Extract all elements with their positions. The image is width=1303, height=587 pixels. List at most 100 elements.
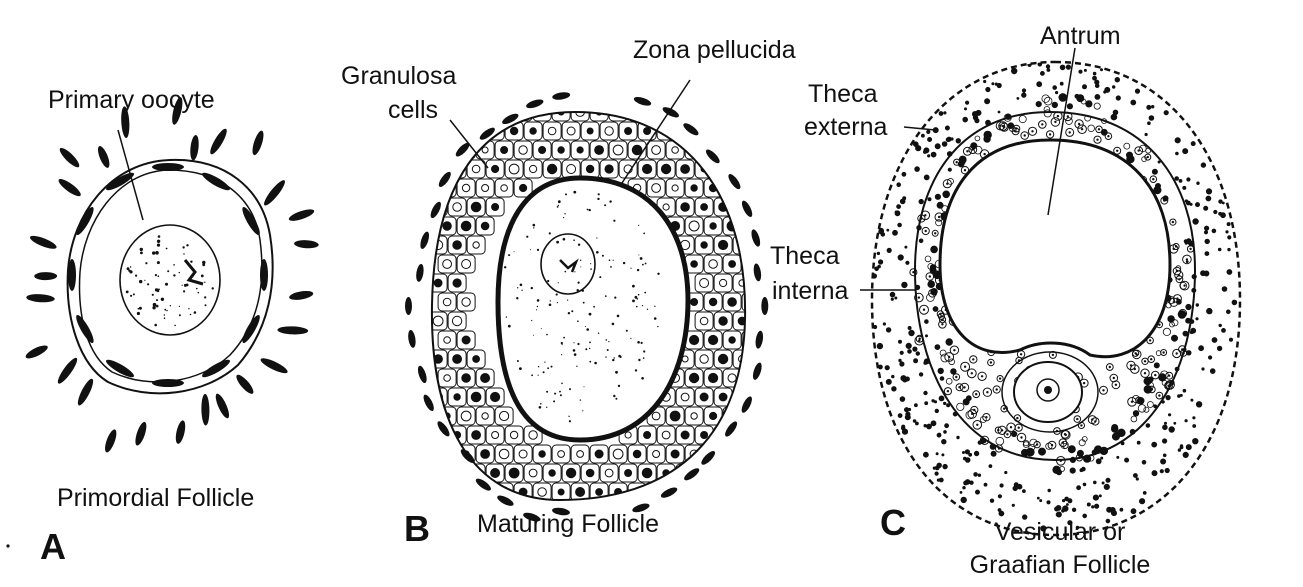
stromal-cell xyxy=(683,123,699,136)
stromal-cell xyxy=(552,92,571,100)
stromal-cell xyxy=(497,495,514,506)
follicle-cell xyxy=(242,207,260,235)
stromal-cell xyxy=(57,357,78,384)
stromal-cell xyxy=(77,378,94,406)
stromal-cell xyxy=(34,272,58,281)
panel-c-antrum xyxy=(938,138,1172,359)
stromal-cell xyxy=(105,429,117,453)
stromal-cell xyxy=(59,147,80,168)
stromal-cell xyxy=(660,487,678,498)
stromal-cell xyxy=(288,209,315,221)
stromal-cell xyxy=(701,451,716,465)
stromal-cell xyxy=(633,96,652,106)
follicle-cell xyxy=(76,207,94,235)
panel-a-follicle-wall-inner xyxy=(78,169,263,383)
follicle-cell xyxy=(76,315,94,343)
label-cells: cells xyxy=(388,96,439,124)
stromal-cell xyxy=(416,263,424,282)
stromal-cell xyxy=(705,149,720,164)
panel-b-outer-wall xyxy=(430,110,747,502)
caption-primordial-follicle: Primordial Follicle xyxy=(57,484,255,512)
panel-a-leader-oocyte xyxy=(117,129,144,221)
stromal-cell xyxy=(526,99,544,109)
panel-b-nucleus xyxy=(540,233,596,295)
stromal-cell xyxy=(135,421,147,446)
panel-b-art xyxy=(405,79,769,522)
label-theca-externa-1: Theca xyxy=(808,80,878,108)
caption-vesicular: Vesicular or xyxy=(994,518,1126,546)
stromal-cell xyxy=(210,128,227,155)
caption-graafian-follicle: Graafian Follicle xyxy=(969,551,1151,579)
stromal-cell xyxy=(751,229,761,247)
stromal-cell xyxy=(121,106,130,139)
label-theca-externa-2: externa xyxy=(804,113,888,141)
stromal-cell xyxy=(741,200,753,217)
stromal-cell xyxy=(728,174,741,190)
follicle-cell xyxy=(242,315,260,343)
stromal-cell xyxy=(294,240,319,249)
panel-c-nucleus xyxy=(1036,378,1060,402)
panel-c-leader-externa xyxy=(903,126,936,131)
stromal-cell xyxy=(479,127,495,140)
panel-c-outer-wall xyxy=(870,60,1242,537)
stromal-cell xyxy=(417,365,427,384)
stromal-cell xyxy=(552,507,570,516)
follicle-cell xyxy=(106,172,134,191)
panel-c-cumulus xyxy=(1001,351,1099,433)
stromal-cell xyxy=(264,180,285,206)
label-antrum: Antrum xyxy=(1040,22,1121,50)
follicle-cell xyxy=(152,379,184,387)
panel-letter-c: C xyxy=(880,502,906,543)
stromal-cell xyxy=(29,235,57,249)
stromal-cell xyxy=(761,297,769,315)
stromal-cell xyxy=(662,107,679,118)
stromal-cell xyxy=(58,179,81,197)
panel-a-stroma xyxy=(25,97,319,453)
label-theca-interna-1: Theca xyxy=(770,242,840,270)
stromal-cell xyxy=(26,294,55,303)
stromal-cell xyxy=(455,142,470,157)
panel-a-nucleus xyxy=(119,224,221,336)
panel-b-leader-zona xyxy=(619,79,691,187)
panel-c-leader-antrum xyxy=(1047,47,1076,216)
stromal-cell xyxy=(408,329,416,348)
stromal-cell xyxy=(684,468,700,481)
follicle-cell xyxy=(260,259,268,291)
stromal-cell xyxy=(252,130,264,156)
stromal-cell xyxy=(25,345,48,359)
stromal-cell xyxy=(502,113,519,125)
panel-a-art xyxy=(25,97,319,453)
stromal-cell xyxy=(523,512,541,522)
panel-c-granulosa-ring xyxy=(913,110,1197,462)
stromal-cell xyxy=(752,362,762,380)
stromal-cell xyxy=(725,421,738,437)
stromal-cell xyxy=(175,420,186,444)
panel-c-theca-layers xyxy=(872,62,1238,532)
stromal-cell xyxy=(437,421,450,437)
follicle-cell xyxy=(202,359,230,378)
follicle-cell xyxy=(68,259,76,291)
stromal-cell xyxy=(236,374,254,394)
stromal-cell xyxy=(430,201,441,219)
panel-letter-b: B xyxy=(404,508,430,549)
stromal-cell xyxy=(289,290,314,300)
panel-a-nucleus-dots xyxy=(125,235,214,327)
stromal-cell xyxy=(260,358,288,374)
stromal-cell xyxy=(420,231,430,249)
stromal-cell xyxy=(632,503,650,513)
follicle-cell xyxy=(152,163,184,171)
stromal-cell xyxy=(215,393,230,419)
stromal-cell xyxy=(753,263,762,282)
panel-b-ooplasm-dots xyxy=(504,190,660,423)
stromal-cell xyxy=(741,396,752,413)
stromal-cell xyxy=(97,145,110,168)
panel-a-follicle-wall xyxy=(66,158,274,395)
label-zona-pellucida: Zona pellucida xyxy=(633,36,796,64)
follicle-cell xyxy=(106,359,134,378)
panel-letter-a: A xyxy=(40,526,66,567)
stromal-cell xyxy=(172,97,183,125)
stromal-cell xyxy=(438,171,451,187)
stromal-cell xyxy=(405,297,412,315)
